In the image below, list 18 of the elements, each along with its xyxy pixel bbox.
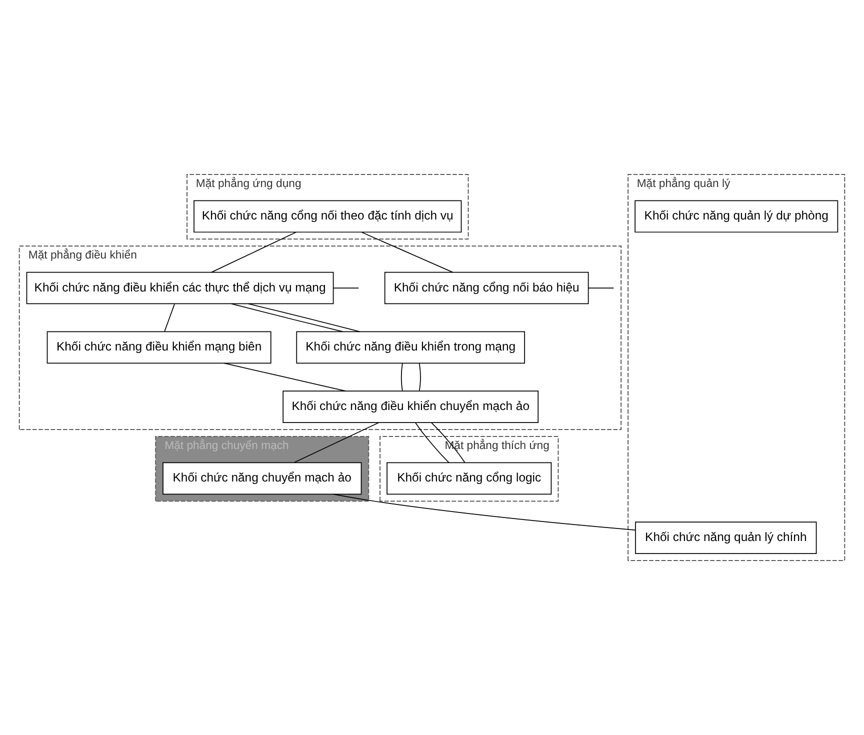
node-box: Khối chức năng cổng logic	[386, 462, 552, 495]
node-box: Khối chức năng điều khiển chuyển mạch ảo	[282, 390, 539, 423]
connector	[224, 362, 346, 392]
connector	[431, 422, 466, 464]
node-box: Khối chức năng điều khiển trong mạng	[296, 331, 526, 364]
connector	[248, 303, 360, 332]
connector	[164, 304, 175, 332]
connector	[415, 422, 450, 464]
node-box: Khối chức năng điều khiển mạng biên	[46, 331, 272, 364]
node-box: Khối chức năng quản lý chính	[635, 522, 817, 554]
node-box: Khối chức năng quản lý dự phòng	[634, 200, 838, 233]
node-box: Khối chức năng cổng nối báo hiệu	[384, 272, 589, 304]
connector	[401, 363, 403, 392]
node-box: Khối chức năng chuyển mạch ảo	[162, 462, 362, 495]
node-box: Khối chức năng điều khiển các thực thể dịch vụ mạng	[26, 272, 334, 304]
node-box: Khối chức năng cổng nối theo đặc tính dịch vụ	[194, 200, 462, 233]
connector	[231, 303, 344, 332]
connector	[418, 363, 421, 392]
